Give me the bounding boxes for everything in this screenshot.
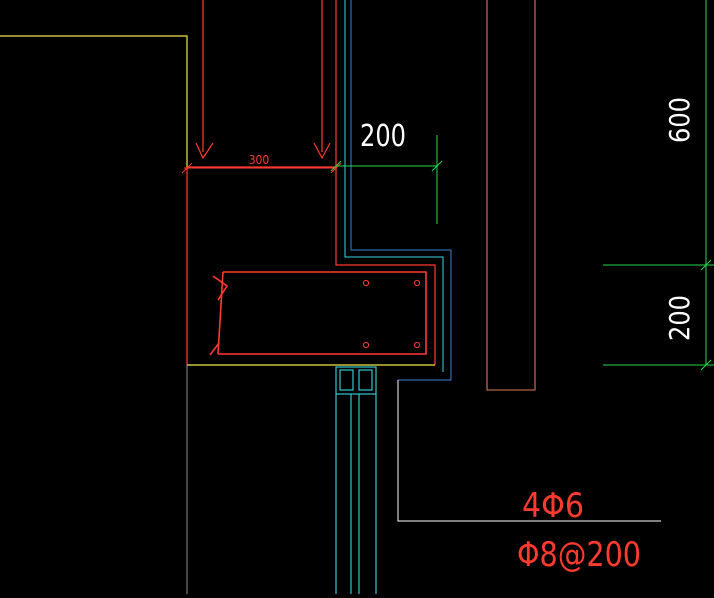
slab-outline-top[interactable] [0, 35, 188, 167]
rebar-label-main-bars: 4Φ6 [522, 486, 584, 526]
dimension-200-top[interactable] [330, 135, 443, 224]
rebar-bars[interactable] [362, 279, 421, 349]
rebar-bar[interactable] [413, 341, 421, 349]
rebar-bar[interactable] [362, 279, 370, 287]
dimension-right[interactable] [603, 0, 714, 371]
rebar-label-stirrups: Φ8@200 [517, 535, 641, 575]
dimension-label-300: 300 [249, 153, 270, 167]
dimension-label-200-right: 200 [663, 295, 696, 341]
dimension-label-200-top: 200 [360, 119, 406, 154]
wall-above-beam[interactable] [195, 0, 331, 160]
rebar-bar[interactable] [413, 279, 421, 287]
stirrup[interactable] [209, 271, 427, 356]
rebar-leader-line[interactable] [397, 380, 661, 522]
rebar-bar[interactable] [362, 341, 370, 349]
beam-section-outline[interactable] [186, 0, 436, 366]
column-right[interactable] [486, 0, 536, 391]
dimension-label-600: 600 [663, 97, 696, 143]
window-frame[interactable] [335, 366, 377, 594]
outer-finish-lines[interactable] [344, 0, 452, 381]
dimension-300[interactable] [181, 162, 342, 174]
